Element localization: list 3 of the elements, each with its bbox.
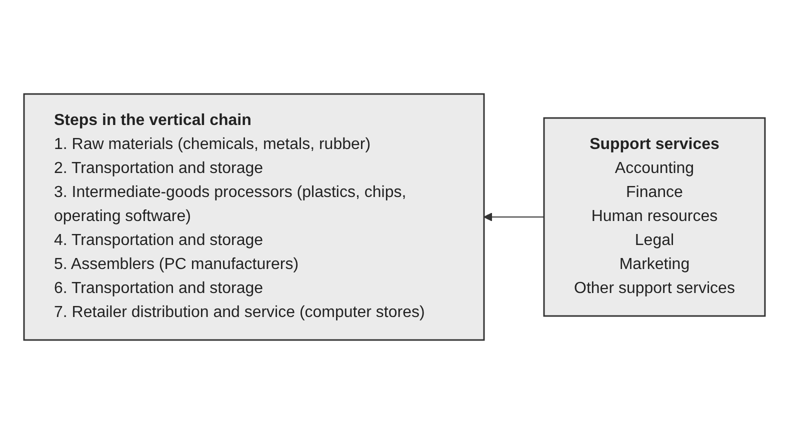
node-box: Support services Accounting Finance Human resources Legal Marketing Other support services — [543, 116, 766, 316]
node-box: Steps in the vertical chain 1. Raw materials (chemicals, metals, rubber) 2. Transportation and storage 3. Intermediate-goods processors (plastics, chips, operating software) 4. Transportation and storage 5. Assemblers (PC manufacturers) 6. Transportation and storage 7. Retailer distribution and service (computer stores) — [23, 92, 485, 340]
arrow — [484, 212, 545, 221]
